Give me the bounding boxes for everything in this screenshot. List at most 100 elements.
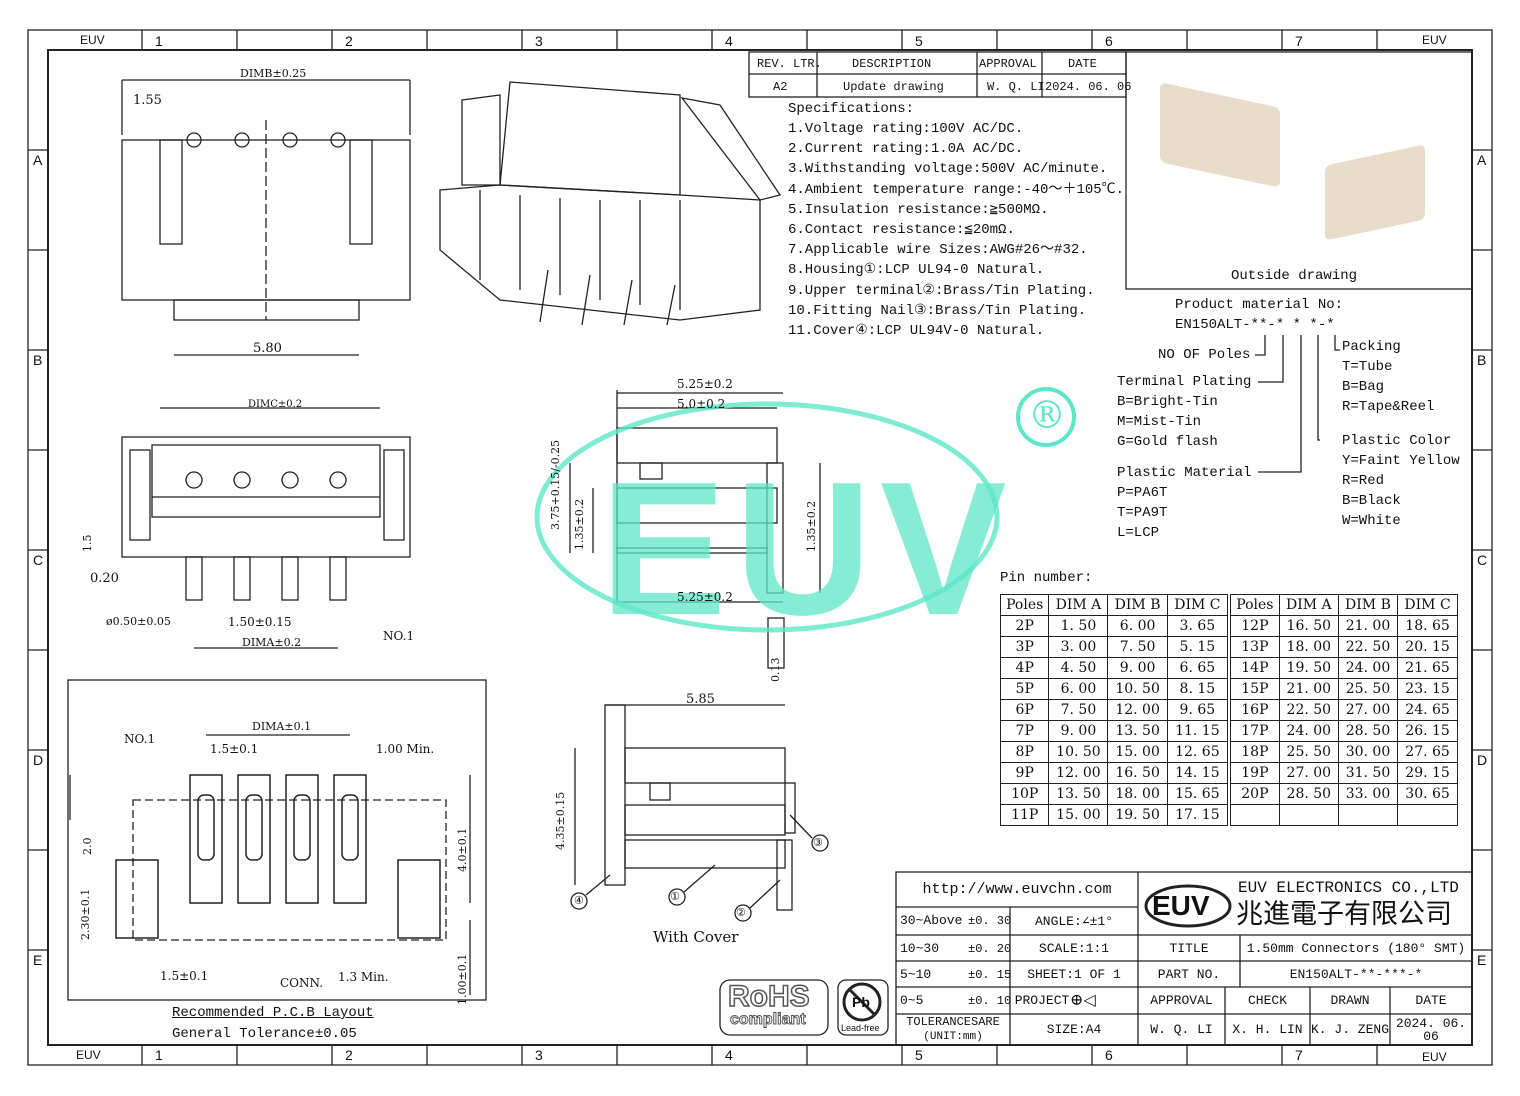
terminal-option: G=Gold flash: [1117, 434, 1218, 450]
table-cell: 13. 50: [1107, 720, 1168, 742]
zone-row-label: E: [33, 952, 43, 968]
zone-col-label: 5: [915, 33, 923, 49]
tolerance-value: ±0. 30: [968, 914, 1012, 928]
zone-row-label: B: [33, 352, 43, 368]
table-cell: 25. 50: [1278, 741, 1339, 763]
tolerance-range: 30~Above: [900, 913, 963, 928]
tolerance-range: 5~10: [900, 967, 932, 982]
color-option: Plastic Color: [1342, 433, 1452, 449]
dimension-label: NO.1: [124, 732, 156, 746]
dimension-label: ø0.50±0.05: [106, 615, 171, 628]
zone-col-label: 2: [345, 1047, 353, 1063]
table-cell: 13P: [1226, 636, 1280, 658]
table-cell: 7P: [999, 720, 1050, 742]
sign-header: CHECK: [1247, 993, 1287, 1008]
table-cell: 7. 50: [1048, 699, 1109, 721]
table-cell: 5. 15: [1166, 636, 1230, 658]
table-cell: 10. 50: [1048, 741, 1109, 763]
table-cell: 18P: [1226, 741, 1280, 763]
zone-col-label: 4: [725, 1047, 733, 1063]
sheet: SHEET:1 OF 1: [1027, 966, 1121, 982]
date-value: 2024. 06. 06: [1045, 80, 1132, 94]
color-option: R=Red: [1342, 473, 1385, 489]
table-cell: 30. 00: [1337, 741, 1399, 763]
packing-option: T=Tube: [1342, 359, 1393, 375]
table-cell: 18. 65: [1397, 615, 1458, 637]
table-cell: 14. 15: [1166, 762, 1230, 784]
zone-col-label: 3: [535, 33, 543, 49]
zone-col-label: 5: [915, 1047, 923, 1063]
table-cell: 16. 50: [1107, 762, 1168, 784]
part-callout: ②: [736, 906, 746, 919]
registered-mark: ®: [1028, 393, 1066, 437]
dimension-label-vertical: 1.35±0.2: [573, 498, 586, 550]
table-cell: 9. 00: [1048, 720, 1109, 742]
desc-header: DESCRIPTION: [852, 57, 932, 71]
table-cell: DIM A: [1278, 594, 1339, 616]
table-cell: 17. 15: [1166, 804, 1230, 826]
material-option: L=LCP: [1117, 525, 1160, 541]
dimension-label: DIMC±0.2: [248, 399, 303, 410]
dimension-label-vertical: 1.5: [81, 534, 94, 553]
company-name-cn: 兆進電子有限公司: [1236, 899, 1452, 930]
table-cell: 7. 50: [1107, 636, 1168, 658]
zone-col-label: 6: [1105, 1047, 1113, 1063]
spec-item: 10.Fitting Nail③:Brass/Tin Plating.: [788, 302, 1087, 319]
table-cell: 16P: [1226, 699, 1280, 721]
sign-value: 2024. 06. 06: [1395, 1015, 1467, 1044]
table-cell: 27. 00: [1337, 699, 1399, 721]
dimension-label-vertical: 2.30±0.1: [79, 888, 92, 940]
spec-item: 1.Voltage rating:100V AC/DC.: [788, 121, 1024, 137]
table-cell: 11P: [999, 804, 1050, 826]
table-cell: Poles: [1226, 594, 1280, 616]
material-option: T=PA9T: [1117, 505, 1168, 521]
spec-item: 11.Cover④:LCP UL94V-0 Natural.: [788, 323, 1045, 339]
material-option: Plastic Material: [1117, 465, 1252, 481]
angle: ANGLE:∠±1°: [1034, 913, 1114, 929]
table-cell: 25. 50: [1337, 678, 1399, 700]
table-cell: 9P: [999, 762, 1050, 784]
table-cell: 19P: [1226, 762, 1280, 784]
table-cell: 22. 50: [1278, 699, 1339, 721]
table-cell: 28. 50: [1337, 720, 1399, 742]
table-cell: 27. 65: [1397, 741, 1458, 763]
dimension-label: 1.00 Min.: [376, 742, 435, 756]
table-cell: 13. 50: [1048, 783, 1109, 805]
dimension-label: DIMA±0.2: [242, 636, 302, 649]
tolerance-value: ±0. 20: [968, 942, 1012, 956]
color-option: Y=Faint Yellow: [1342, 453, 1460, 469]
pcb-layout-title: Recommended P.C.B Layout: [172, 1005, 374, 1021]
table-cell: 6. 00: [1048, 678, 1109, 700]
dimension-label: 5.0±0.2: [677, 397, 726, 411]
table-cell: 8P: [999, 741, 1050, 763]
zone-row-label: D: [1477, 752, 1488, 768]
tolerance-range: 10~30: [900, 941, 940, 956]
pin-table-title: Pin number:: [1000, 570, 1093, 586]
table-cell: 9. 00: [1107, 657, 1168, 679]
dimension-label-vertical: 1.00±0.1: [456, 953, 469, 1005]
sign-header: APPROVAL: [1150, 993, 1213, 1008]
dimension-label-vertical: 4.35±0.15: [554, 791, 567, 850]
sign-value: K. J. ZENG: [1310, 1022, 1389, 1037]
table-cell: [1397, 804, 1458, 826]
table-cell: 3. 00: [1048, 636, 1109, 658]
table-cell: 4P: [999, 657, 1050, 679]
product-code: EN150ALT-**-* * *-*: [1175, 317, 1335, 333]
rohs-compliant: compliant: [730, 1011, 807, 1028]
dimension-label: 5.25±0.2: [677, 377, 733, 391]
table-cell: 21. 00: [1278, 678, 1339, 700]
table-cell: 30. 65: [1397, 783, 1458, 805]
table-cell: 15. 65: [1166, 783, 1230, 805]
table-cell: 19. 50: [1278, 657, 1339, 679]
table-cell: 6. 65: [1166, 657, 1230, 679]
table-cell: 8. 15: [1166, 678, 1230, 700]
terminal-option: B=Bright-Tin: [1117, 394, 1218, 410]
table-cell: 12. 00: [1048, 762, 1109, 784]
title-label: TITLE: [1169, 940, 1209, 956]
dimension-label: 5.80: [253, 341, 282, 356]
tolerances-label: TOLERANCESARE: [906, 1014, 1000, 1029]
zone-col-label: 6: [1105, 33, 1113, 49]
